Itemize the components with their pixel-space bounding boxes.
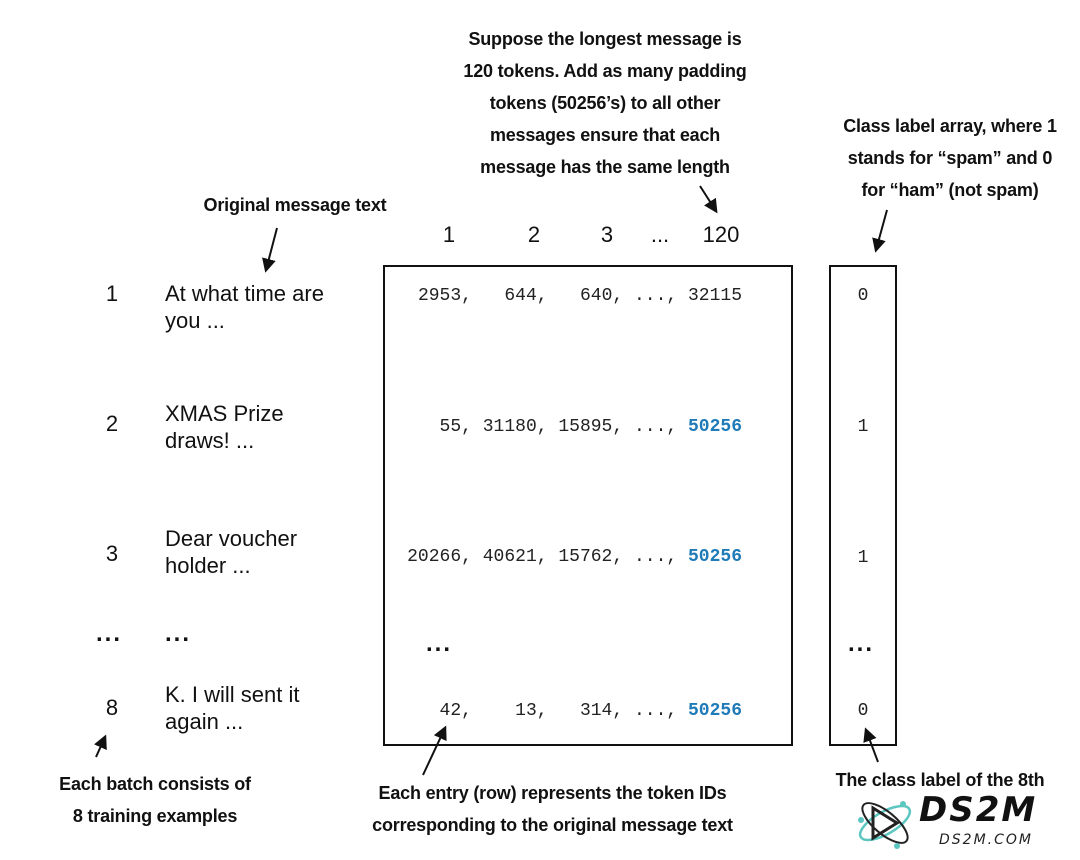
arrow-original-text — [262, 227, 278, 273]
message-text: K. I will sent it again ... — [165, 681, 299, 735]
entry-annotation-line: corresponding to the original message te… — [372, 815, 733, 835]
column-header: 1 — [442, 222, 456, 247]
last-token: 32115 — [687, 286, 742, 306]
class-label: 1 — [857, 417, 869, 437]
ellipsis: ... — [165, 620, 192, 647]
token-ids: 20266, 40621, 15762, ..., — [407, 547, 688, 567]
token-id-matrix — [383, 265, 793, 746]
class-label-annotation-line: Class label array, where 1 — [843, 116, 1057, 136]
ellipsis: ... — [96, 620, 123, 647]
arrow-batch — [94, 734, 107, 758]
class-label-annotation-line: for “ham” (not spam) — [861, 180, 1039, 200]
padding-annotation-line: messages ensure that each — [489, 125, 721, 145]
message-text: Dear voucher holder ... — [165, 525, 297, 579]
entry-annotation: Each entry (row) represents the token ID… — [345, 777, 760, 841]
ellipsis: ... — [426, 630, 453, 657]
batch-annotation-line: Each batch consists of — [59, 774, 251, 794]
padding-annotation: Suppose the longest message is 120 token… — [430, 23, 780, 183]
row-index: 1 — [105, 281, 119, 306]
padding-token: 50256 — [687, 417, 742, 437]
class-label-annotation-line: stands for “spam” and 0 — [847, 148, 1053, 168]
row-index: 8 — [105, 695, 119, 720]
message-text-line: At what time are — [165, 281, 324, 306]
token-ids: 42, 13, 314, ..., — [439, 701, 688, 721]
class-label: 0 — [857, 701, 869, 721]
token-ids: 55, 31180, 15895, ..., — [439, 417, 688, 437]
padding-annotation-line: message has the same length — [480, 157, 730, 177]
message-text: At what time are you ... — [165, 280, 324, 334]
token-row: 2953, 644, 640, ..., 32115 — [418, 286, 742, 306]
class-label-array — [829, 265, 897, 746]
padding-token: 50256 — [687, 547, 742, 567]
class-label-annotation: Class label array, where 1 stands for “s… — [820, 110, 1080, 206]
arrow-eighth — [863, 727, 879, 763]
class-label: 1 — [857, 548, 869, 568]
ds2m-logo-text: DS2M — [919, 790, 1038, 830]
token-row: 42, 13, 314, ..., 50256 — [440, 701, 742, 721]
column-header: ... — [650, 222, 670, 247]
arrow-class-label — [872, 209, 888, 253]
atom-logo-icon — [858, 801, 912, 849]
ellipsis: ... — [848, 630, 875, 657]
message-text-line: you ... — [165, 308, 225, 333]
batch-annotation-line: 8 training examples — [72, 806, 238, 826]
message-text-line: XMAS Prize — [165, 401, 284, 426]
row-index: 3 — [105, 541, 119, 566]
message-text-line: K. I will sent it — [165, 682, 300, 707]
column-header: 2 — [527, 222, 541, 247]
token-row: 20266, 40621, 15762, ..., 50256 — [407, 547, 742, 567]
column-header: 3 — [600, 222, 614, 247]
arrow-padding — [699, 185, 718, 214]
original-text-annotation: Original message text — [203, 195, 387, 215]
message-text-line: holder ... — [165, 553, 251, 578]
batch-annotation: Each batch consists of 8 training exampl… — [40, 768, 270, 832]
message-text-line: draws! ... — [165, 428, 255, 453]
arrow-entry — [422, 725, 447, 776]
padding-annotation-line: 120 tokens. Add as many padding — [463, 61, 747, 81]
padding-token: 50256 — [687, 701, 742, 721]
entry-annotation-line: Each entry (row) represents the token ID… — [378, 783, 727, 803]
token-row: 55, 31180, 15895, ..., 50256 — [440, 417, 742, 437]
row-index: 2 — [105, 411, 119, 436]
token-ids: 2953, 644, 640, ..., — [417, 286, 688, 306]
padding-annotation-line: tokens (50256’s) to all other — [489, 93, 721, 113]
column-header: 120 — [702, 222, 740, 247]
message-text: XMAS Prize draws! ... — [165, 400, 284, 454]
ds2m-watermark: DS2M DS2M.COM — [853, 790, 1068, 856]
eighth-label-annotation: The class label of the 8th — [835, 770, 1045, 790]
padding-annotation-line: Suppose the longest message is — [468, 29, 742, 49]
message-text-line: Dear voucher — [165, 526, 298, 551]
message-text-line: again ... — [165, 709, 244, 734]
class-label: 0 — [857, 286, 869, 306]
ds2m-site-text: DS2M.COM — [939, 832, 1033, 848]
